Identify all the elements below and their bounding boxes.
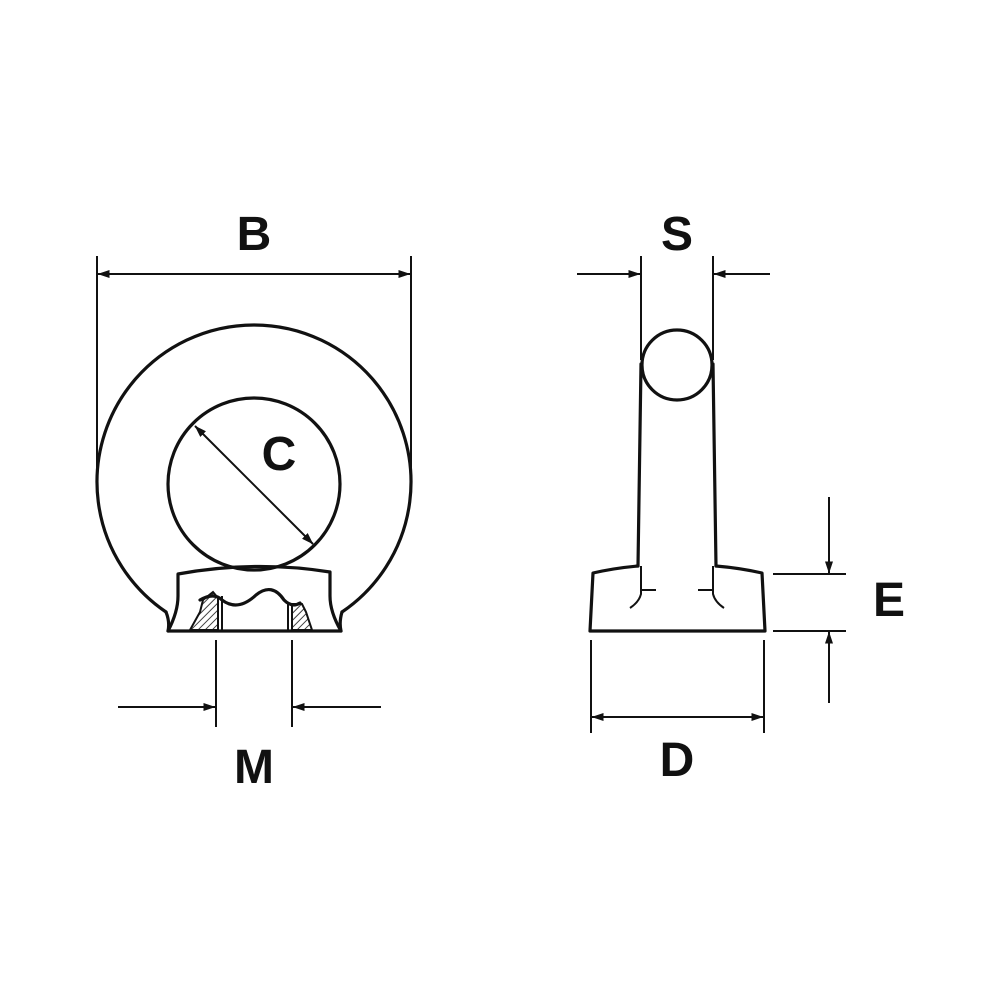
fillet-left [629,566,642,609]
dim-c-line [194,425,314,545]
side-view: S E D [577,208,905,787]
base-flange-outline [588,564,767,633]
nut-base-outline [164,610,344,633]
label-b: B [237,208,272,261]
section-hatch-left [188,590,219,631]
ring-section-circle [640,328,714,402]
front-view: B C M [95,208,413,794]
ring-outer-outline [95,323,413,614]
label-c: C [262,428,297,481]
section-hatch-right [291,603,314,631]
stem-outline [636,362,643,568]
stem-outline-right [711,362,718,568]
fillet-right [712,566,725,609]
label-s: S [661,208,693,261]
label-e: E [873,574,905,627]
label-m: M [234,741,274,794]
ring-inner-eye [166,396,342,572]
label-d: D [660,734,695,787]
nut-collar-outline [166,564,343,633]
